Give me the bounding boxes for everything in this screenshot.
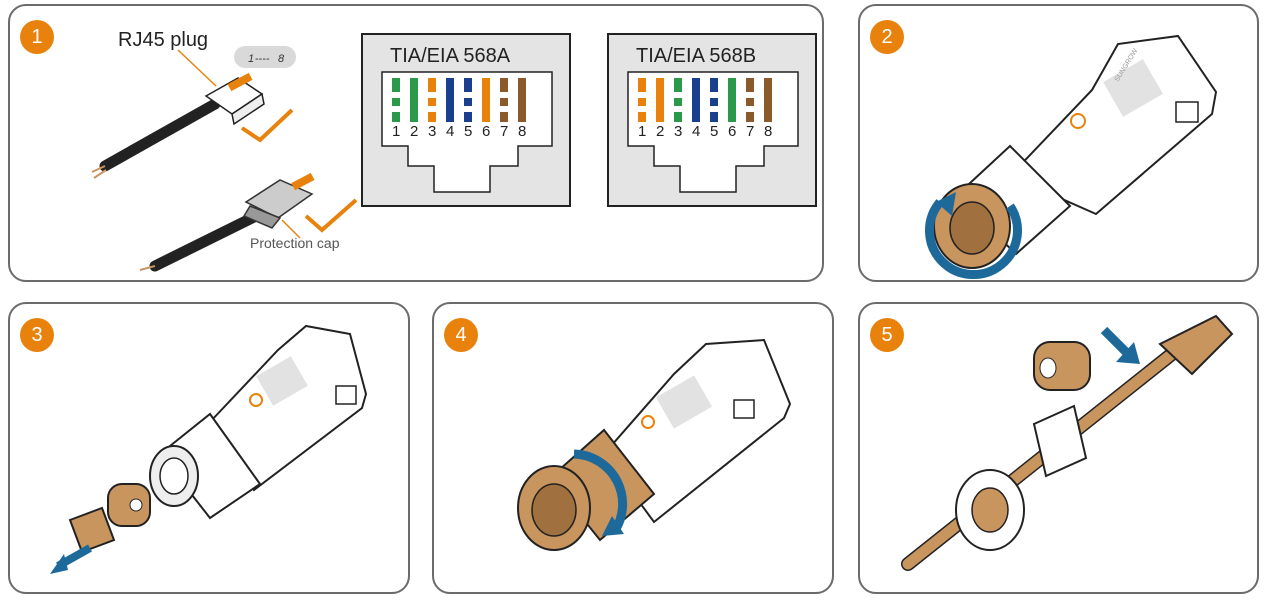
step-1-panel: 1 RJ45 plug 1 ---- 8 P bbox=[8, 4, 824, 282]
pin-b-4: 4 bbox=[692, 123, 700, 140]
step-5-badge: 5 bbox=[870, 318, 904, 352]
wires-b-wire-7-seg-3 bbox=[746, 112, 754, 122]
wires-b-wire-5-seg-2 bbox=[710, 98, 718, 106]
check-mark-2 bbox=[304, 198, 358, 233]
wires-b-wire-3-seg-3 bbox=[674, 112, 682, 122]
pin-range-dashes: ---- bbox=[255, 53, 270, 65]
tia-568a-pins: 1 2 3 4 5 6 7 8 bbox=[392, 123, 526, 140]
step-2-badge: 2 bbox=[870, 20, 904, 54]
wires-b-wire-1-seg-2 bbox=[638, 98, 646, 106]
wires-b-wire-4 bbox=[692, 78, 700, 122]
wires-b-wire-7-seg-2 bbox=[746, 98, 754, 106]
step-1-badge: 1 bbox=[20, 20, 54, 54]
wires-a-wire-1-seg-2 bbox=[392, 98, 400, 106]
tia-568b-diagram: TIA/EIA 568B 1 2 3 4 5 6 7 8 bbox=[607, 33, 817, 207]
wires-b-wire-3-seg-1 bbox=[674, 78, 682, 92]
step-4-illustration bbox=[517, 338, 792, 551]
wires-b-wire-7-seg-1 bbox=[746, 78, 754, 92]
step-4-badge: 4 bbox=[444, 318, 478, 352]
wires-a-wire-1-seg-1 bbox=[392, 78, 400, 92]
pin-a-3: 3 bbox=[428, 123, 436, 140]
step-3-badge: 3 bbox=[20, 318, 54, 352]
rj45-plug-label: RJ45 plug bbox=[118, 29, 208, 51]
step-5-panel: 5 bbox=[858, 302, 1259, 594]
wires-b-wire-1-seg-1 bbox=[638, 78, 646, 92]
connector-body bbox=[1008, 34, 1218, 216]
cap-leader-line bbox=[281, 219, 301, 239]
wires-a-wire-7-seg-1 bbox=[500, 78, 508, 92]
connector-body bbox=[208, 324, 368, 492]
brand-logo-icon bbox=[1070, 113, 1086, 129]
wires-a-wire-7-seg-2 bbox=[500, 98, 508, 106]
wires-b-wire-1-seg-3 bbox=[638, 112, 646, 122]
connector-body bbox=[602, 338, 792, 524]
pin-range-end: 8 bbox=[278, 53, 285, 65]
tia-568a-wires bbox=[392, 78, 526, 122]
step-2-illustration: SUNGROW bbox=[925, 34, 1218, 279]
step-4-panel: 4 bbox=[432, 302, 834, 594]
protection-cap-label: Protection cap bbox=[250, 235, 340, 251]
pin-b-5: 5 bbox=[710, 123, 718, 140]
pin-a-4: 4 bbox=[446, 123, 454, 140]
wires-a-wire-5-seg-2 bbox=[464, 98, 472, 106]
wires-a-wire-8 bbox=[518, 78, 526, 122]
pin-a-6: 6 bbox=[482, 123, 490, 140]
pin-range-start: 1 bbox=[248, 53, 254, 65]
wires-a-wire-3-seg-3 bbox=[428, 112, 436, 122]
tia-568b-pins: 1 2 3 4 5 6 7 8 bbox=[638, 123, 772, 140]
clamp-ring bbox=[1032, 404, 1088, 478]
wires-b-wire-2 bbox=[656, 78, 664, 122]
pin-a-2: 2 bbox=[410, 123, 418, 140]
sealing-ring bbox=[107, 483, 151, 527]
rotate-arrow-icon bbox=[925, 199, 1022, 279]
wires-a-wire-7-seg-3 bbox=[500, 112, 508, 122]
wires-b-wire-8 bbox=[764, 78, 772, 122]
wires-a-wire-1-seg-3 bbox=[392, 112, 400, 122]
step-3-illustration bbox=[50, 324, 368, 574]
wires-a-wire-3-seg-1 bbox=[428, 78, 436, 92]
rj45-plug bbox=[1158, 314, 1234, 376]
pin-b-8: 8 bbox=[764, 123, 772, 140]
tia-568b-wires bbox=[638, 78, 772, 122]
tia-568a-diagram: TIA/EIA 568A 1 2 3 4 5 6 7 8 bbox=[361, 33, 571, 207]
pin-b-7: 7 bbox=[746, 123, 754, 140]
wires-a-wire-4 bbox=[446, 78, 454, 122]
brand-logo-icon bbox=[249, 393, 263, 407]
wires-a-wire-6 bbox=[482, 78, 490, 122]
wires-b-wire-5-seg-3 bbox=[710, 112, 718, 122]
pin-b-2: 2 bbox=[656, 123, 664, 140]
pin-b-3: 3 bbox=[674, 123, 682, 140]
rj45-cable-top bbox=[91, 72, 265, 179]
wires-b-wire-6 bbox=[728, 78, 736, 122]
wires-a-wire-5-seg-3 bbox=[464, 112, 472, 122]
pin-range-pill: 1 ---- 8 bbox=[234, 46, 296, 68]
clamp-ring bbox=[68, 506, 116, 554]
rj45-leader-line bbox=[177, 49, 217, 87]
pin-a-5: 5 bbox=[464, 123, 472, 140]
tia-568a-title: TIA/EIA 568A bbox=[390, 45, 511, 67]
step-5-illustration bbox=[901, 314, 1234, 571]
connector-nut bbox=[158, 412, 262, 520]
step-1-illustration: RJ45 plug 1 ---- 8 Protection cap bbox=[91, 29, 817, 272]
wires-a-wire-2 bbox=[410, 78, 418, 122]
brand-logo-icon bbox=[641, 415, 655, 429]
wires-b-wire-3-seg-2 bbox=[674, 98, 682, 106]
check-mark-1 bbox=[240, 108, 294, 143]
wires-b-wire-5-seg-1 bbox=[710, 78, 718, 92]
wires-a-wire-3-seg-2 bbox=[428, 98, 436, 106]
step-3-panel: 3 bbox=[8, 302, 410, 594]
pin-a-1: 1 bbox=[392, 123, 400, 140]
step-2-panel: 2 SUNGROW bbox=[858, 4, 1259, 282]
tia-568b-title: TIA/EIA 568B bbox=[636, 45, 756, 67]
rj45-cable-capped bbox=[139, 172, 315, 272]
pin-a-8: 8 bbox=[518, 123, 526, 140]
pin-a-7: 7 bbox=[500, 123, 508, 140]
rotate-arrow-icon bbox=[573, 449, 628, 535]
pin-b-1: 1 bbox=[638, 123, 646, 140]
pin-b-6: 6 bbox=[728, 123, 736, 140]
push-arrow-icon bbox=[1100, 326, 1132, 358]
wires-a-wire-5-seg-1 bbox=[464, 78, 472, 92]
